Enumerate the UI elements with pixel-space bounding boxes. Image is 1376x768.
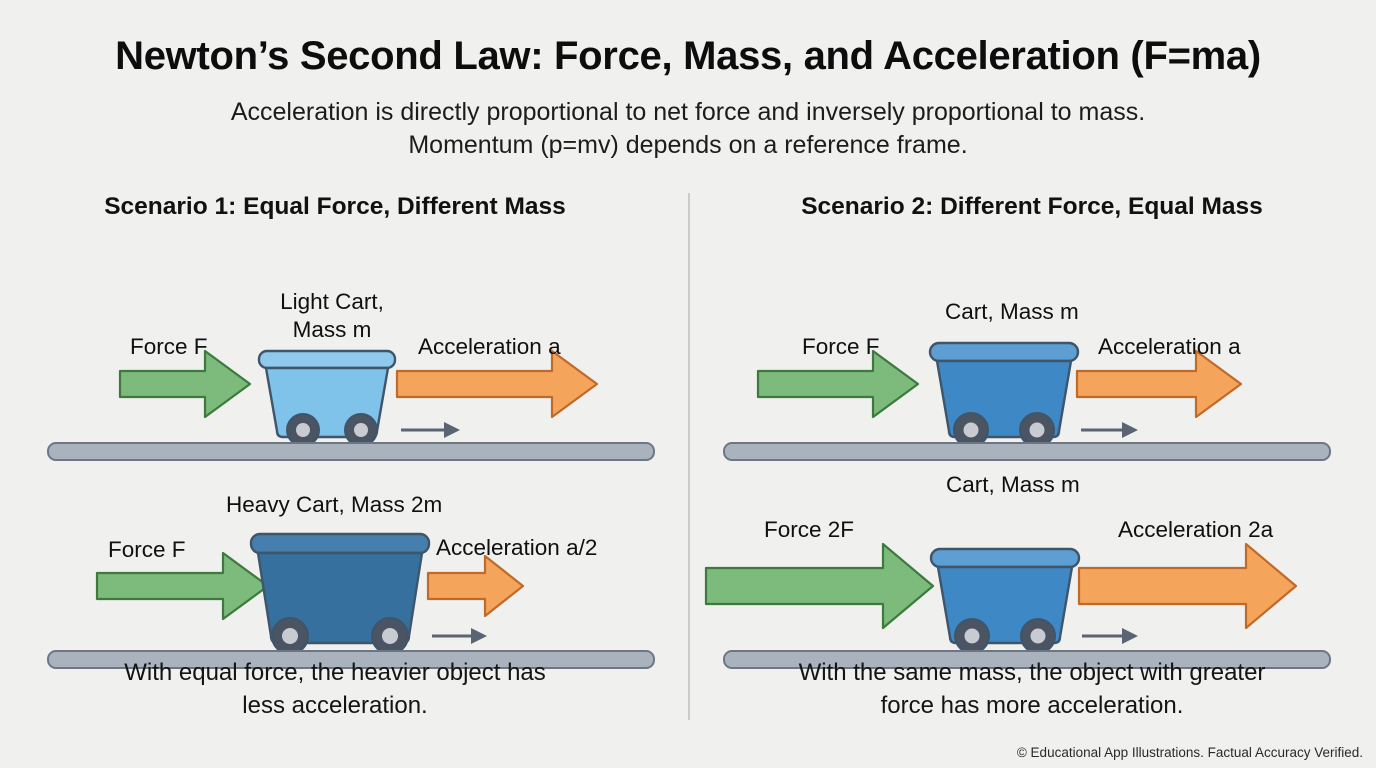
force-label: Force F	[802, 334, 880, 359]
caption-line-1: With equal force, the heavier object has	[124, 659, 546, 686]
small-right-arrow-icon	[1082, 628, 1138, 644]
acceleration-label: Acceleration a/2	[436, 535, 598, 560]
ground-bar-icon	[723, 650, 1331, 669]
cart-icon	[257, 349, 397, 447]
ground-bar-icon	[47, 650, 655, 669]
force-label: Force 2F	[764, 517, 855, 542]
scenario-2-row-1: Force F Cart, Mass m Acceleration a	[688, 238, 1376, 478]
force-arrow-icon	[704, 542, 935, 630]
cart-icon	[929, 547, 1081, 654]
scenario-1-panel: Scenario 1: Equal Force, Different Mass	[0, 193, 688, 733]
scenario-2-caption: With the same mass, the object with grea…	[688, 656, 1376, 722]
page-subtitle: Acceleration is directly proportional to…	[0, 96, 1376, 162]
subtitle-line-2: Momentum (p=mv) depends on a reference f…	[408, 131, 968, 159]
scenario-1-row-2: Force F Heavy Cart, Mass 2m Acceleration…	[0, 446, 688, 676]
acceleration-label: Acceleration a	[418, 334, 561, 359]
scenario-2-panel: Scenario 2: Different Force, Equal Mass	[688, 193, 1376, 733]
scenario-2-title: Scenario 2: Different Force, Equal Mass	[801, 193, 1263, 220]
cart-label: Cart, Mass m	[946, 472, 1080, 497]
caption-line-2: less acceleration.	[242, 692, 428, 719]
footer-credit: © Educational App Illustrations. Factual…	[1016, 745, 1363, 760]
cart-label: Heavy Cart, Mass 2m	[226, 492, 443, 517]
cart-label: Light Cart, Mass m	[266, 288, 398, 344]
acceleration-arrow-icon	[395, 349, 599, 419]
caption-line-2: force has more acceleration.	[880, 692, 1184, 719]
force-label: Force F	[130, 334, 208, 359]
scenario-1-row-1: Force F Light Cart, Mass m Acceleration …	[0, 238, 688, 478]
acceleration-arrow-icon	[1077, 542, 1298, 630]
force-arrow-icon	[118, 349, 252, 419]
page-title: Newton’s Second Law: Force, Mass, and Ac…	[115, 34, 1261, 78]
force-arrow-icon	[95, 551, 270, 621]
acceleration-arrow-icon	[1075, 349, 1243, 419]
ground-bar-icon	[723, 442, 1331, 461]
scenario-1-title: Scenario 1: Equal Force, Different Mass	[104, 193, 566, 220]
cart-icon	[928, 341, 1080, 448]
acceleration-label: Acceleration a	[1098, 334, 1241, 359]
small-right-arrow-icon	[401, 422, 460, 438]
acceleration-label: Acceleration 2a	[1118, 517, 1274, 542]
subtitle-line-1: Acceleration is directly proportional to…	[230, 98, 1146, 126]
cart-icon	[249, 532, 431, 655]
scenario-1-caption: With equal force, the heavier object has…	[0, 656, 688, 722]
force-label: Force F	[108, 537, 186, 562]
cart-label-line-1: Light Cart,	[280, 289, 384, 314]
caption-line-1: With the same mass, the object with grea…	[798, 659, 1266, 686]
scenario-2-row-2: Force 2F Cart, Mass m Acceleration 2a	[688, 446, 1376, 676]
panel-divider	[688, 193, 690, 720]
cart-label: Cart, Mass m	[945, 299, 1079, 324]
small-right-arrow-icon	[432, 628, 487, 644]
ground-bar-icon	[47, 442, 655, 461]
acceleration-arrow-icon	[426, 554, 525, 618]
cart-label-line-2: Mass m	[292, 317, 372, 342]
force-arrow-icon	[756, 349, 920, 419]
small-right-arrow-icon	[1081, 422, 1138, 438]
